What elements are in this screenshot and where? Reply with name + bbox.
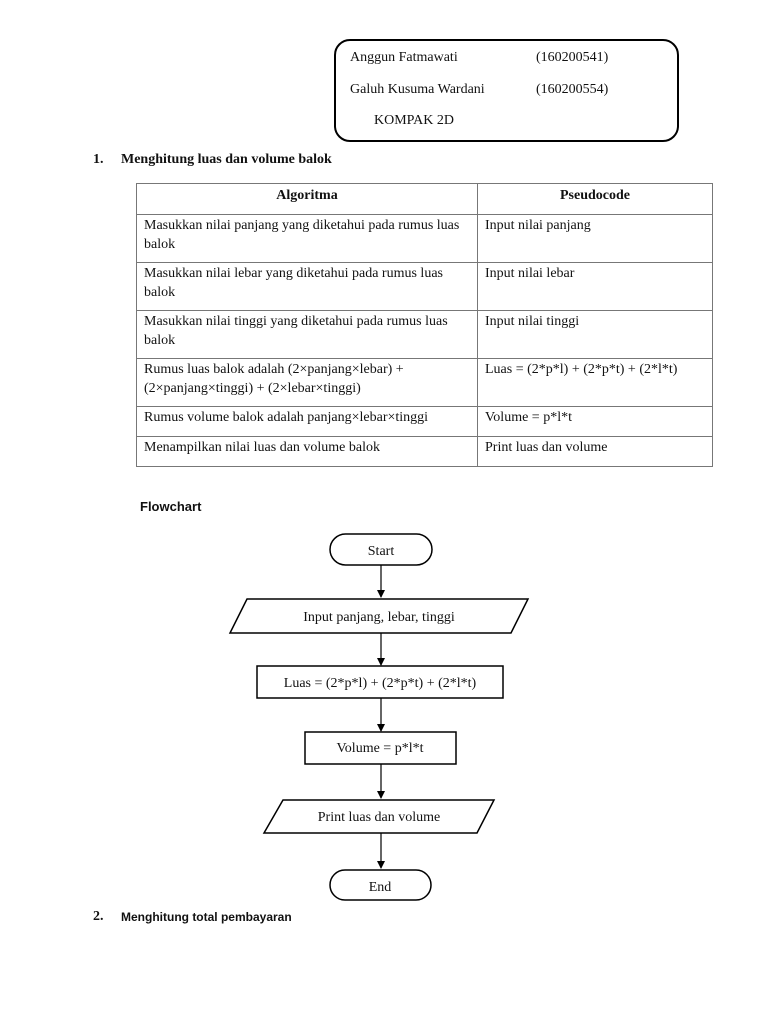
algoritma-cell: Menampilkan nilai luas dan volume balok (136, 436, 478, 467)
member-id-1: (160200541) (536, 50, 609, 65)
start-terminator: Start (329, 533, 433, 566)
luas-process-label: Luas = (2*p*l) + (2*p*t) + (2*l*t) (284, 676, 477, 691)
algorithm-table: Algoritma Pseudocode Masukkan nilai panj… (136, 183, 713, 467)
pseudocode-cell: Print luas dan volume (477, 436, 713, 467)
table-row: Menampilkan nilai luas dan volume balok … (136, 436, 713, 467)
volume-process-label: Volume = p*l*t (337, 741, 424, 756)
start-label: Start (368, 544, 395, 559)
end-terminator: End (329, 869, 432, 901)
pseudocode-cell: Input nilai panjang (477, 214, 713, 263)
algoritma-cell: Rumus volume balok adalah panjang×lebar×… (136, 406, 478, 437)
section-2-heading: 2. Menghitung total pembayaran (93, 909, 493, 929)
flowchart-label: Flowchart (140, 499, 202, 514)
section-2-title: Menghitung total pembayaran (121, 910, 292, 924)
member-name-2: Galuh Kusuma Wardani (350, 82, 485, 97)
output-label: Print luas dan volume (318, 810, 441, 825)
member-name-1: Anggun Fatmawati (350, 50, 458, 65)
end-label: End (369, 880, 392, 895)
section-2-number: 2. (93, 909, 104, 924)
pseudocode-cell: Luas = (2*p*l) + (2*p*t) + (2*l*t) (477, 358, 713, 407)
section-1-number: 1. (93, 152, 104, 167)
table-row: Rumus volume balok adalah panjang×lebar×… (136, 406, 713, 437)
identity-box: Anggun Fatmawati (160200541) Galuh Kusum… (334, 39, 679, 142)
input-parallelogram: Input panjang, lebar, tinggi (228, 598, 530, 634)
table-row: Rumus luas balok adalah (2×panjang×lebar… (136, 358, 713, 407)
section-1-heading: 1. Menghitung luas dan volume balok (93, 152, 493, 172)
luas-process-box: Luas = (2*p*l) + (2*p*t) + (2*l*t) (256, 665, 504, 699)
section-1-title: Menghitung luas dan volume balok (121, 152, 332, 167)
algoritma-cell: Rumus luas balok adalah (2×panjang×lebar… (136, 358, 478, 407)
table-row: Masukkan nilai lebar yang diketahui pada… (136, 262, 713, 311)
group-name: KOMPAK 2D (374, 113, 455, 128)
volume-process-box: Volume = p*l*t (304, 731, 457, 765)
pseudocode-cell: Volume = p*l*t (477, 406, 713, 437)
algoritma-cell: Masukkan nilai tinggi yang diketahui pad… (136, 310, 478, 359)
output-parallelogram: Print luas dan volume (262, 799, 496, 834)
table-row: Masukkan nilai tinggi yang diketahui pad… (136, 310, 713, 359)
member-id-2: (160200554) (536, 82, 609, 97)
input-label: Input panjang, lebar, tinggi (303, 610, 455, 625)
column-header-pseudocode: Pseudocode (477, 183, 713, 215)
